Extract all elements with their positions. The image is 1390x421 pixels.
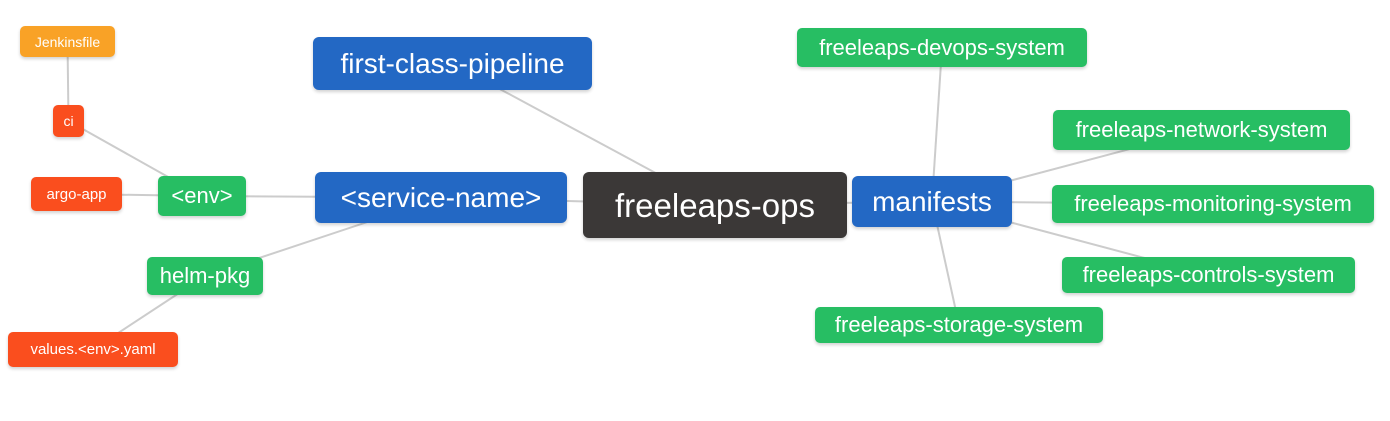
node-freeleaps-ops[interactable]: freeleaps-ops — [583, 172, 847, 238]
edge-manifests-devops — [931, 47, 943, 202]
node-env[interactable]: <env> — [158, 176, 246, 216]
node-freeleaps-controls-system[interactable]: freeleaps-controls-system — [1062, 257, 1355, 293]
node-freeleaps-devops-system[interactable]: freeleaps-devops-system — [797, 28, 1087, 67]
node-argo-app[interactable]: argo-app — [31, 177, 122, 211]
node-service-name[interactable]: <service-name> — [315, 172, 567, 223]
node-manifests[interactable]: manifests — [852, 176, 1012, 227]
node-jenkinsfile[interactable]: Jenkinsfile — [20, 26, 115, 57]
node-values-env-yaml[interactable]: values.<env>.yaml — [8, 332, 178, 367]
node-freeleaps-storage-system[interactable]: freeleaps-storage-system — [815, 307, 1103, 343]
node-helm-pkg[interactable]: helm-pkg — [147, 257, 263, 295]
node-first-class-pipeline[interactable]: first-class-pipeline — [313, 37, 592, 90]
node-ci[interactable]: ci — [53, 105, 84, 137]
node-freeleaps-monitoring-system[interactable]: freeleaps-monitoring-system — [1052, 185, 1374, 223]
node-freeleaps-network-system[interactable]: freeleaps-network-system — [1053, 110, 1350, 150]
